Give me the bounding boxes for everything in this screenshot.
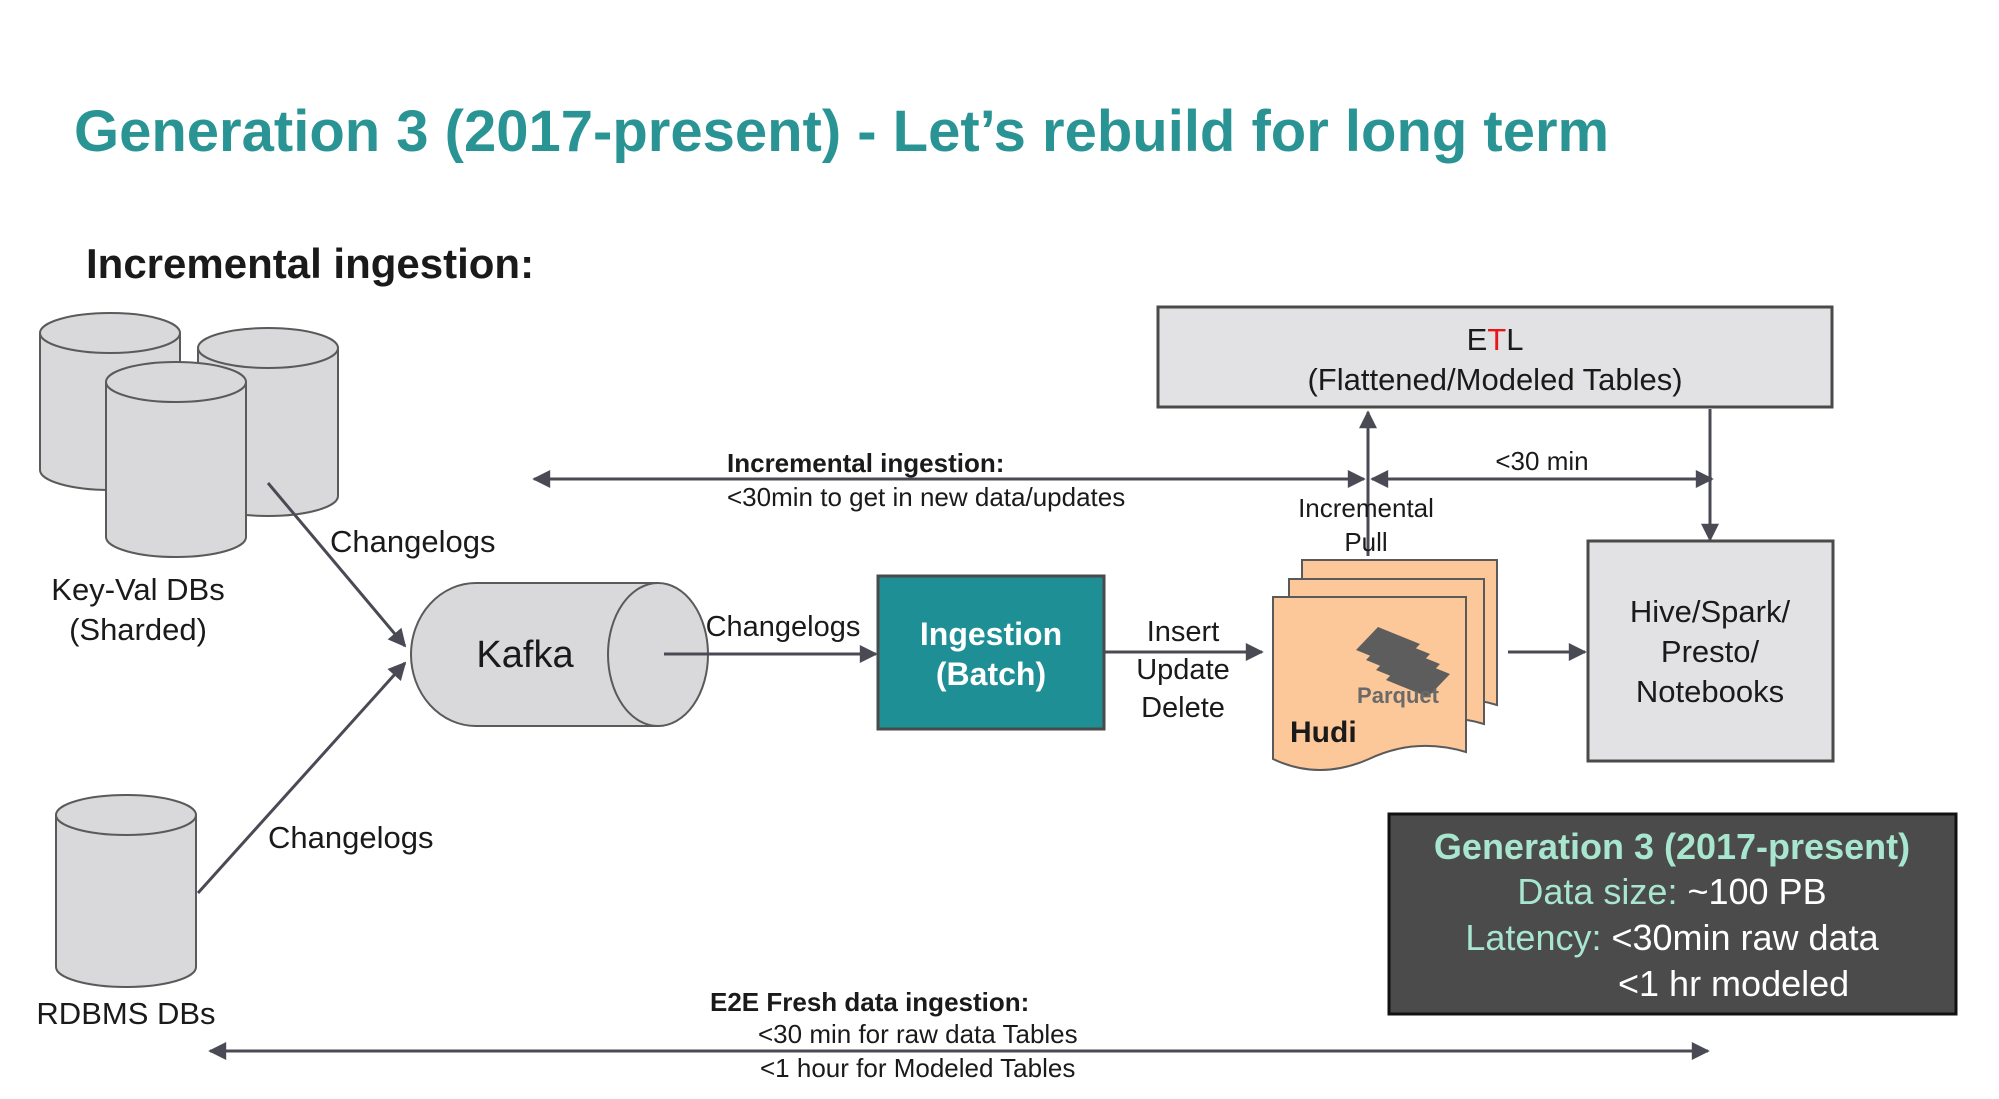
parquet-logo-icon [1356,627,1450,697]
etl-letter-l: L [1506,322,1523,357]
arrow-rdbms-to-kafka [196,661,407,895]
e2e-line2: <1 hour for Modeled Tables [760,1053,1075,1083]
query-engines-line2: Presto/ [1661,634,1760,669]
section-subtitle: Incremental ingestion: [86,240,534,287]
summary-size-value: ~100 PB [1677,871,1826,912]
incremental-latency-title: Incremental ingestion: [727,448,1004,478]
ingestion-label: Ingestion [920,616,1062,652]
changelogs-keyval-label: Changelogs [330,524,495,559]
incremental-pull-label: Incremental [1298,493,1434,523]
etl-letter-t: T [1487,322,1506,357]
keyval-db-icon [39,312,339,558]
hudi-label: Hudi [1290,716,1357,749]
summary-latency: Latency: <30min raw data [1465,917,1879,958]
query-engines-line1: Hive/Spark/ [1630,594,1791,629]
insert-label: Insert [1147,616,1220,648]
ingestion-sublabel: (Batch) [936,656,1046,692]
update-label: Update [1136,654,1230,686]
rdbms-db-icon [55,794,197,988]
incremental-latency-desc: <30min to get in new data/updates [727,482,1125,512]
keyval-db-label: Key-Val DBs [51,572,224,607]
kafka-icon [410,582,709,727]
etl-label: ETL [1467,322,1524,357]
etl-box [1156,305,1834,409]
incremental-pull-sublabel: Pull [1344,527,1387,557]
keyval-db-sublabel: (Sharded) [69,612,207,647]
parquet-label: Parquet [1357,683,1440,708]
ingestion-batch-box [876,574,1106,731]
etl-letter-e: E [1467,322,1488,357]
rdbms-db-label: RDBMS DBs [36,996,215,1031]
changelogs-kafka-label: Changelogs [706,611,861,643]
etl-latency-label: <30 min [1495,446,1588,476]
summary-heading: Generation 3 (2017-present) [1434,826,1910,867]
summary-latency-modeled: <1 hr modeled [1618,963,1849,1004]
slide-title: Generation 3 (2017-present) - Let’s rebu… [74,99,1610,164]
e2e-title: E2E Fresh data ingestion: [710,987,1029,1017]
kafka-label: Kafka [476,634,574,676]
summary-latency-label: Latency: [1465,917,1601,958]
changelogs-rdbms-label: Changelogs [268,820,433,855]
delete-label: Delete [1141,692,1225,724]
summary-size-label: Data size: [1517,871,1677,912]
query-engines-line3: Notebooks [1636,674,1784,709]
summary-box [1387,812,1958,1016]
e2e-line1: <30 min for raw data Tables [758,1019,1078,1049]
summary-size: Data size: ~100 PB [1517,871,1826,912]
etl-sublabel: (Flattened/Modeled Tables) [1307,362,1682,397]
summary-latency-value: <30min raw data [1601,917,1879,958]
arrow-keyval-to-kafka [266,482,407,648]
query-engines-box [1586,539,1835,763]
